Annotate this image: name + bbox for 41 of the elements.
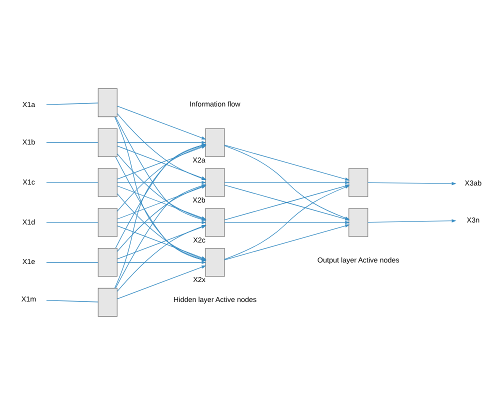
node-box: [98, 208, 118, 236]
node-box: [205, 247, 225, 276]
node-text: X3n: [466, 214, 480, 224]
arrow: [116, 220, 206, 224]
arrow: [368, 182, 456, 185]
node-box: [205, 208, 225, 236]
arrow: [116, 264, 206, 299]
arrow: [224, 144, 350, 180]
node-box: [348, 208, 368, 236]
node-label: X2x: [193, 274, 206, 284]
node-box: [98, 247, 118, 276]
node-box: [205, 128, 225, 157]
arrow: [116, 140, 206, 144]
node-box: [348, 168, 368, 196]
node-label: X2c: [193, 234, 206, 244]
label: Information flow: [190, 98, 240, 108]
node-text: X1m: [21, 294, 36, 304]
node-box: [98, 168, 118, 196]
node-text: X1d: [22, 216, 36, 226]
node-box: [98, 128, 118, 157]
arrow: [116, 180, 206, 184]
label: Hidden layer Active nodes: [173, 294, 257, 304]
node-text: X1b: [22, 136, 36, 146]
connector: [46, 102, 98, 105]
node-label: X2a: [192, 154, 206, 164]
node-text: X3ab: [464, 178, 482, 188]
arrow: [224, 180, 350, 184]
node-text: X1e: [22, 256, 36, 266]
arrow: [116, 260, 206, 264]
node-text: X1c: [22, 176, 35, 186]
arrow: [224, 220, 350, 224]
connector: [46, 299, 98, 302]
node-text: X1a: [22, 100, 36, 109]
arrow: [224, 224, 350, 260]
arrow: [116, 105, 206, 140]
node-label: X2b: [192, 194, 206, 204]
node-box: [98, 287, 118, 316]
node-box: [205, 168, 225, 196]
arrow: [368, 218, 456, 222]
label: Output layer Active nodes: [317, 254, 400, 264]
node-box: [98, 88, 118, 117]
